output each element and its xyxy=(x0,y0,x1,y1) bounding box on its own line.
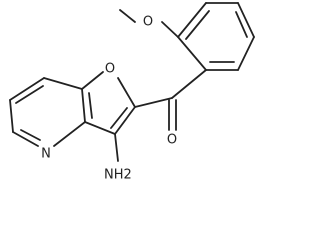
atom-labels: O O O N NH2 xyxy=(41,15,177,183)
phenyl-bond-4 xyxy=(237,36,255,71)
pyridine-bond-c7-c6-inner xyxy=(15,85,44,104)
chemical-structure: O O O N NH2 xyxy=(9,2,255,183)
amine-label: NH2 xyxy=(104,168,132,183)
furan-bond-c2-c3 xyxy=(114,106,136,135)
amine-bond xyxy=(114,133,119,162)
methoxy-oxygen-label: O xyxy=(143,15,153,30)
pyridine-bond-c6-c5 xyxy=(9,99,14,133)
pyridine-bond-c3a-c7a xyxy=(81,88,86,123)
pyridine-bond-c7a-c7 xyxy=(43,77,83,90)
furan-bond-c2-c3-inner xyxy=(110,107,128,129)
pyridine-nitrogen-label: N xyxy=(41,147,51,162)
phenyl-bond-6 xyxy=(177,36,207,71)
phenyl-bond-1 xyxy=(177,2,207,38)
methyl-bond-a xyxy=(119,9,136,23)
bonds xyxy=(9,2,255,162)
furan-oxygen-label: O xyxy=(105,62,115,77)
pyridine-bond-c7-c6 xyxy=(9,77,45,101)
pyridine-bond-c5-n xyxy=(12,131,39,147)
furan-bond-o-c2 xyxy=(117,77,136,108)
carbonyl-oxygen-label: O xyxy=(167,133,177,148)
pyridine-bond-c5-n-inner xyxy=(20,129,41,141)
phenyl-bond-3-inner xyxy=(235,11,248,38)
pyridine-bond-n-c3a xyxy=(53,121,86,147)
furan-bond-c3-c3a xyxy=(84,121,116,135)
phenyl-bond-1-inner xyxy=(185,10,210,40)
aryl-to-carbonyl-bond xyxy=(171,69,207,99)
furan-bond-c7a-o xyxy=(81,71,104,90)
carbonyl-to-furan-bond xyxy=(134,97,173,108)
methyl-bond-b xyxy=(161,21,179,38)
phenyl-bond-3 xyxy=(237,2,255,38)
pyridine-bond-c3a-c7a-inner xyxy=(88,92,93,119)
